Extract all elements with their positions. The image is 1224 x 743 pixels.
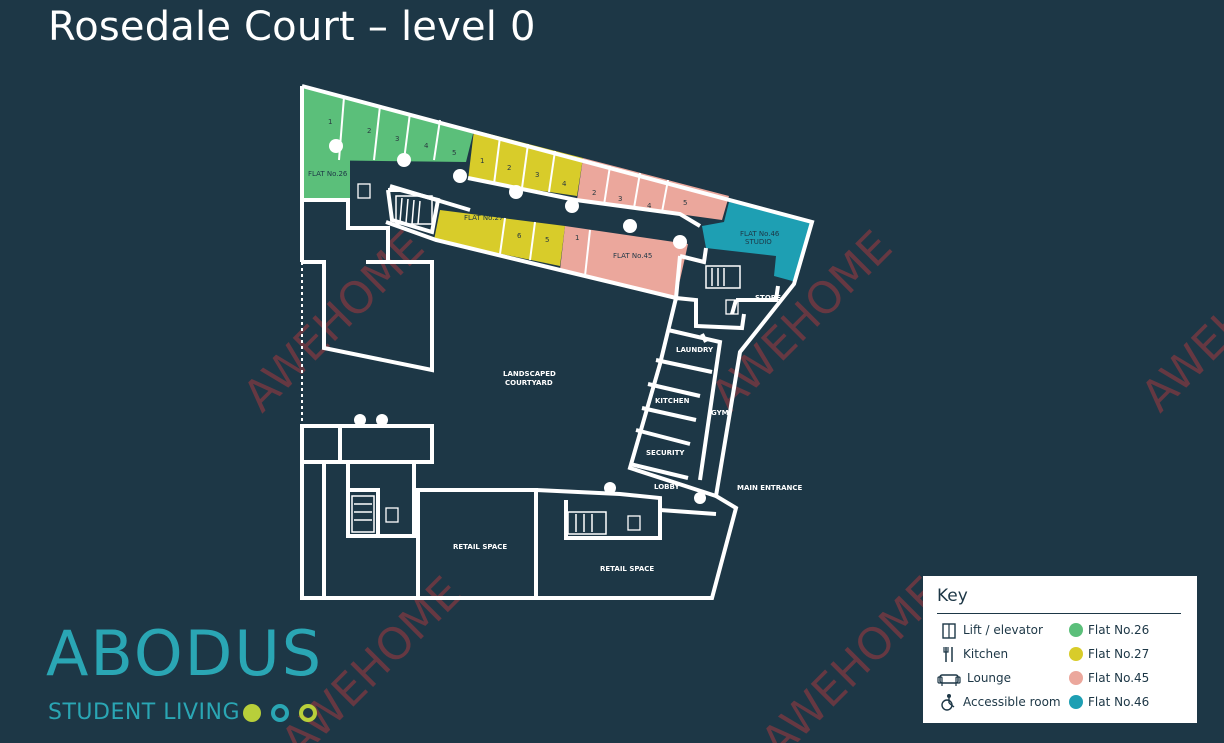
flat27-room-4: 4 <box>562 180 567 188</box>
flat27-room-2: 2 <box>507 164 511 172</box>
flat45-room-5: 5 <box>683 199 687 207</box>
key-accessible-label: Accessible room <box>963 695 1061 709</box>
lift-icon <box>942 623 956 639</box>
flat46-sublabel: STUDIO <box>745 238 772 246</box>
flat27-room-3: 3 <box>535 171 539 179</box>
flat46-swatch <box>1069 695 1083 709</box>
flat45-room-1: 1 <box>575 234 579 242</box>
laundry-label: LAUNDRY <box>676 346 714 354</box>
security-label: SECURITY <box>646 449 685 457</box>
store-label: STORE <box>755 294 781 302</box>
map-key: Key Lift / elevator Kitchen Lounge Acces… <box>923 576 1197 723</box>
key-flat46: Flat No.46 <box>1069 695 1149 709</box>
flat45-room-4: 4 <box>647 202 652 210</box>
flat27-room-6: 6 <box>517 232 522 240</box>
key-lift: Lift / elevator <box>941 621 1043 639</box>
flat27-swatch <box>1069 647 1083 661</box>
key-lounge-label: Lounge <box>967 671 1012 685</box>
watermark-1: AWEHOME <box>234 221 434 421</box>
key-flat45: Flat No.45 <box>1069 671 1149 685</box>
key-accessible: Accessible room <box>939 693 1061 711</box>
key-title: Key <box>937 586 968 606</box>
stairs <box>351 195 741 535</box>
retail-space-1-label: RETAIL SPACE <box>453 543 507 551</box>
key-flat27: Flat No.27 <box>1069 647 1149 661</box>
flat45-room-3: 3 <box>618 195 622 203</box>
flat27-label: FLAT No.27 <box>464 214 503 222</box>
logo-wordmark: ABODUS <box>46 617 324 690</box>
key-lounge: Lounge <box>937 669 1011 687</box>
flat45-label: FLAT No.45 <box>613 252 652 260</box>
key-divider <box>937 613 1181 614</box>
flat26-label: FLAT No.26 <box>308 170 348 178</box>
flat27-room-1: 1 <box>480 157 484 165</box>
doors <box>329 139 706 504</box>
logo-dots <box>243 704 317 722</box>
flat26-room-2: 2 <box>367 127 371 135</box>
flat26-room-5: 5 <box>452 149 456 157</box>
key-kitchen-label: Kitchen <box>963 647 1009 661</box>
page-title: Rosedale Court – level 0 <box>48 4 536 50</box>
flat45-swatch <box>1069 671 1083 685</box>
flat26-swatch <box>1069 623 1083 637</box>
flat27-room-5: 5 <box>545 236 549 244</box>
key-flat26-label: Flat No.26 <box>1088 623 1150 637</box>
key-flat26: Flat No.26 <box>1069 623 1149 637</box>
flat26-room-1: 1 <box>328 118 332 126</box>
key-flat27-label: Flat No.27 <box>1088 647 1150 661</box>
flat46-label: FLAT No.46 <box>740 230 780 238</box>
accessible-icon <box>941 694 955 711</box>
flat26-room-3: 3 <box>395 135 399 143</box>
flat45-room-2: 2 <box>592 189 596 197</box>
courtyard-label-1: LANDSCAPED <box>503 370 556 378</box>
key-flat45-label: Flat No.45 <box>1088 671 1150 685</box>
retail-space-2-label: RETAIL SPACE <box>600 565 654 573</box>
gym-label: GYM <box>711 409 729 417</box>
main-entrance-label: MAIN ENTRANCE <box>737 484 803 492</box>
logo-subtitle: STUDENT LIVING <box>48 700 241 725</box>
flat-27[interactable] <box>434 130 583 266</box>
kitchen-label: KITCHEN <box>655 397 690 405</box>
lobby-label: LOBBY <box>654 483 680 491</box>
lift-icons-plan <box>357 183 739 531</box>
flat-46[interactable] <box>702 202 812 282</box>
key-kitchen: Kitchen <box>941 645 1008 663</box>
watermark-3: AWEHOME <box>1132 221 1224 421</box>
lounge-icon <box>937 674 961 686</box>
abodus-logo: ABODUS STUDENT LIVING <box>46 622 336 732</box>
key-flat46-label: Flat No.46 <box>1088 695 1150 709</box>
key-lift-label: Lift / elevator <box>963 623 1043 637</box>
flat26-room-4: 4 <box>424 142 429 150</box>
building-walls <box>300 84 815 600</box>
kitchen-icon <box>943 647 953 662</box>
courtyard-label-2: COURTYARD <box>505 379 553 387</box>
